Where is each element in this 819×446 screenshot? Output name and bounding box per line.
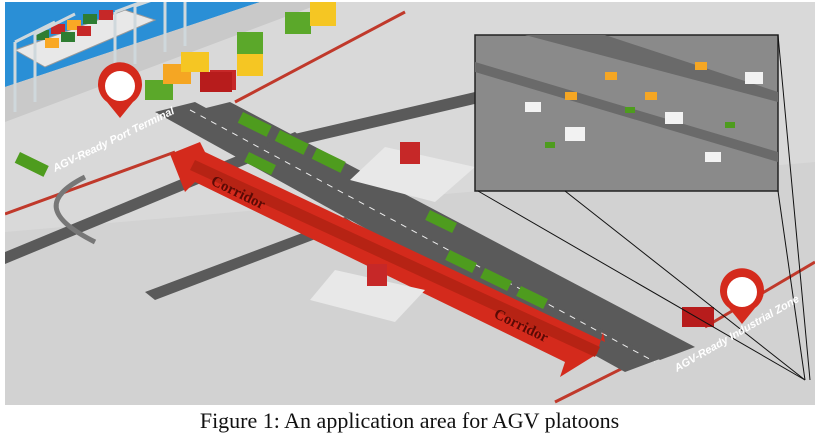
container-ship [13, 9, 157, 68]
railway [53, 174, 97, 245]
inset-projection-lines [477, 34, 811, 381]
port-cranes [13, 2, 187, 112]
figure-caption: Figure 1: An application area for AGV pl… [199, 408, 620, 433]
port-gate [200, 72, 232, 92]
port-pin [98, 62, 143, 118]
industrial-gate [682, 307, 714, 327]
industrial-pin [719, 268, 764, 324]
checkpoints [310, 142, 475, 322]
agv-application-illustration: AGV-Ready Port Terminal AGV-Ready Indust… [5, 2, 815, 405]
industrial-zone-inset [474, 34, 779, 192]
agv-trucks [14, 112, 548, 310]
